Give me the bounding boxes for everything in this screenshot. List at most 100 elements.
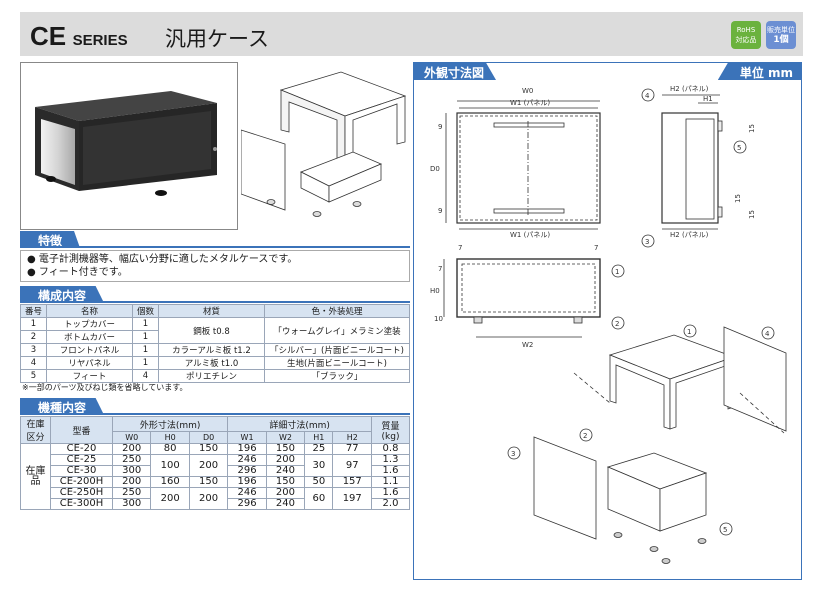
cell: 97 xyxy=(332,454,372,477)
cell: 1.6 xyxy=(371,465,410,477)
cell: 「ブラック」 xyxy=(264,369,410,383)
models-heading: 機種内容 xyxy=(20,398,410,415)
model-cell: CE-25 xyxy=(50,454,113,466)
table-row: 在庫品 CE-20 200 80 150 196 150 25 77 0.8 xyxy=(20,443,410,510)
front-elevation-drawing: 7 7 H0 7 10 W2 1 2 xyxy=(430,244,625,349)
sales-unit-badge: 販売単位 1個 xyxy=(766,21,796,49)
cell: 25 xyxy=(304,443,334,455)
top-view-drawing: W0 W1 (パネル) 9 9 D0 W1 (パネル) xyxy=(430,87,601,239)
cell: 0.8 xyxy=(371,443,410,455)
cell: 157 xyxy=(332,476,372,488)
cell: フロントパネル xyxy=(46,343,133,357)
composition-heading: 構成内容 xyxy=(20,286,410,303)
callout-5-iso xyxy=(719,522,733,536)
model-cell: CE-30 xyxy=(50,465,113,477)
cell: 200 xyxy=(188,454,229,477)
cell: 77 xyxy=(332,443,372,455)
cell: トップカバー xyxy=(46,317,133,331)
stock-cell: 在庫品 xyxy=(20,443,51,510)
cell: 200 xyxy=(111,476,152,488)
model-cell: CE-250H xyxy=(50,487,113,499)
callout-3-iso xyxy=(507,446,521,460)
drawing-heading: 外観寸法図 単位 mm xyxy=(414,63,801,80)
feature-item: ● フィート付きです。 xyxy=(27,267,128,278)
table-row: 3 フロントパネル 1 カラーアルミ板 t1.2 「シルバー」(片面ビニールコー… xyxy=(20,343,410,357)
label-w0: W0 xyxy=(522,87,533,95)
callout-5-top-label: 5 xyxy=(737,144,741,152)
cell: 300 xyxy=(111,465,152,477)
label-d0: D0 xyxy=(430,165,440,173)
col-model: 型番 xyxy=(50,416,113,444)
composition-title: 構成内容 xyxy=(20,286,105,303)
table-row: 1 トップカバー 1 鋼板 t0.8 「ウォームグレイ」メラミン塗装 xyxy=(20,317,410,344)
callout-4-iso-label: 4 xyxy=(765,330,770,338)
cell: 160 xyxy=(150,476,190,488)
cell: 150 xyxy=(188,476,229,488)
table-row: 5 フィート 4 ポリエチレン 「ブラック」 xyxy=(20,369,410,383)
cell: 240 xyxy=(265,465,306,477)
cell: 5 xyxy=(20,369,47,383)
label-h0: H0 xyxy=(430,287,440,295)
cell: 60 xyxy=(304,487,334,510)
col-w0: W0 xyxy=(111,431,152,444)
callout-2-front xyxy=(611,316,625,330)
col-w2: W2 xyxy=(265,431,306,444)
callout-3-top-label: 3 xyxy=(645,238,649,246)
features-title: 特徴 xyxy=(20,231,81,248)
composition-rule xyxy=(20,301,410,303)
label-seven-right: 7 xyxy=(594,244,598,252)
exploded-view-small xyxy=(240,62,409,230)
cell: フィート xyxy=(46,369,133,383)
label-nine-top: 9 xyxy=(438,123,442,131)
model-cell: CE-300H xyxy=(50,498,113,510)
table-header-row: 在庫区分 型番 外形寸法(mm) 詳細寸法(mm) 質量(kg) xyxy=(20,415,410,444)
table-row: CE-250H 250 200 200 246 200 60 197 1.6 xyxy=(21,487,410,510)
cell: アルミ板 t1.0 xyxy=(158,356,265,370)
features-heading: 特徴 xyxy=(20,231,410,248)
label-seven-left: 7 xyxy=(458,244,462,252)
col-material: 材質 xyxy=(158,304,265,318)
cell: 240 xyxy=(265,498,306,510)
cell: 1 xyxy=(132,356,159,370)
callout-1-front-label: 1 xyxy=(615,268,619,276)
cell: 1 xyxy=(132,330,159,344)
cell: 150 xyxy=(188,443,229,455)
cell: 300 xyxy=(111,498,152,510)
col-number: 番号 xyxy=(20,304,47,318)
cell: 246 xyxy=(227,487,267,499)
cell: 生地(片面ビニールコート) xyxy=(264,356,410,370)
label-ten: 10 xyxy=(434,315,443,323)
cell: 250 xyxy=(111,454,152,466)
callout-5-top xyxy=(733,140,747,154)
col-stock: 在庫区分 xyxy=(20,416,51,444)
feature-item-2: フィート付きです。 xyxy=(38,267,128,278)
cell: 50 xyxy=(304,476,334,488)
cell: 200 xyxy=(188,487,229,510)
product-title: 汎用ケース xyxy=(165,27,269,51)
feature-item-1: 電子計測機器等、幅広い分野に適したメタルケースです。 xyxy=(38,254,298,265)
label-w2: W2 xyxy=(522,341,533,349)
rohs-badge-top: RoHS xyxy=(736,26,756,34)
cell: 3 xyxy=(20,343,47,357)
col-qty: 個数 xyxy=(132,304,159,318)
cell: カラーアルミ板 t1.2 xyxy=(158,343,265,357)
models-table: 在庫区分 型番 外形寸法(mm) 詳細寸法(mm) 質量(kg) W0 H0 D… xyxy=(20,415,410,510)
drawing-unit: 単位 mm xyxy=(717,63,801,80)
cell: 150 xyxy=(265,443,306,455)
label-w1-panel-top: W1 (パネル) xyxy=(510,99,550,107)
label-fifteen-top: 15 xyxy=(748,124,756,133)
cell: 1.1 xyxy=(371,476,410,488)
table-row: 4 リヤパネル 1 アルミ板 t1.0 生地(片面ビニールコート) xyxy=(20,356,410,370)
callout-5-iso-label: 5 xyxy=(723,526,727,534)
series-word: SERIES xyxy=(72,32,128,49)
callout-2-iso-label: 2 xyxy=(583,432,587,440)
rohs-badge: RoHS 対応品 xyxy=(731,21,761,49)
cell: 296 xyxy=(227,498,267,510)
col-h0: H0 xyxy=(150,431,190,444)
callout-3-top xyxy=(641,234,655,248)
table-header-row: 番号 名称 個数 材質 色・外装処理 xyxy=(20,304,410,318)
model-cell: CE-200H xyxy=(50,476,113,488)
exploded-isometric-drawing: 1 4 2 3 5 xyxy=(507,324,787,564)
cell: 196 xyxy=(227,476,267,488)
callout-4-top-label: 4 xyxy=(645,92,650,100)
